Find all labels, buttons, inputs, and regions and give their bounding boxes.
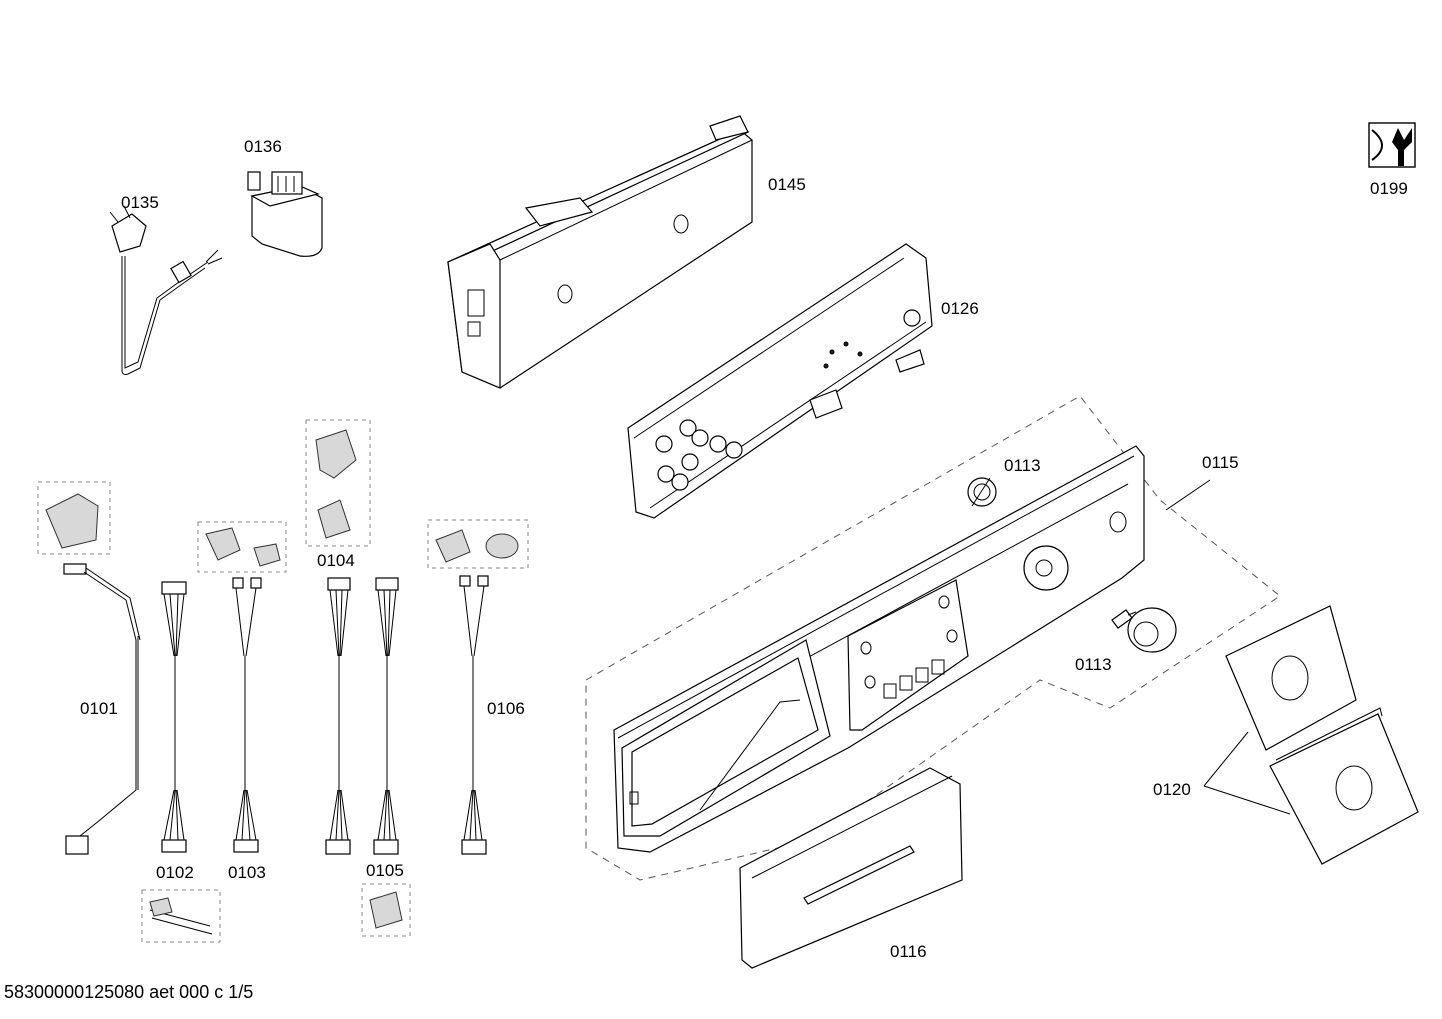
wiring-harness-0104-part[interactable] bbox=[305, 419, 371, 855]
heating-element-part[interactable] bbox=[141, 889, 221, 943]
part-label-0102: 0102 bbox=[156, 863, 194, 882]
control-panel-fascia-part[interactable] bbox=[613, 445, 1145, 853]
part-label-0105: 0105 bbox=[366, 861, 404, 880]
dispenser-drawer-handle-part[interactable] bbox=[739, 767, 963, 969]
panel-assembly-outline bbox=[585, 395, 1281, 881]
part-label-0104: 0104 bbox=[317, 551, 355, 570]
part-label-0199: 0199 bbox=[1370, 179, 1408, 198]
control-module-housing-part[interactable] bbox=[446, 115, 753, 389]
wiring-harness-0102-part[interactable] bbox=[161, 581, 187, 853]
rotary-knob-part[interactable] bbox=[1111, 607, 1177, 653]
part-label-0113-b: 0113 bbox=[1075, 655, 1112, 674]
power-cord-part[interactable] bbox=[109, 205, 223, 375]
knob-small-part[interactable] bbox=[967, 477, 997, 507]
leader-0115 bbox=[1165, 479, 1211, 511]
part-label-0101: 0101 bbox=[80, 699, 118, 718]
wrench-icon bbox=[1368, 122, 1416, 168]
part-label-0145: 0145 bbox=[768, 175, 806, 194]
control-board-part[interactable] bbox=[627, 243, 933, 519]
cover-plate-part[interactable] bbox=[1203, 605, 1419, 865]
part-label-0120: 0120 bbox=[1153, 780, 1191, 799]
document-footer-id: 58300000125080 aet 000 c 1/5 bbox=[4, 982, 254, 1002]
wiring-harness-0101-part[interactable] bbox=[37, 481, 141, 855]
wiring-harness-0106-part[interactable] bbox=[427, 519, 529, 855]
part-label-0103: 0103 bbox=[228, 863, 266, 882]
interference-filter-part[interactable] bbox=[247, 171, 323, 257]
part-label-0113-a: 0113 bbox=[1004, 456, 1041, 475]
part-label-0126: 0126 bbox=[941, 299, 979, 318]
part-label-0115: 0115 bbox=[1202, 453, 1239, 472]
part-label-0136: 0136 bbox=[244, 137, 282, 156]
part-label-0135: 0135 bbox=[121, 193, 159, 212]
part-label-0106: 0106 bbox=[487, 699, 525, 718]
part-label-0116: 0116 bbox=[890, 942, 927, 961]
wiring-harness-0103-part[interactable] bbox=[197, 521, 287, 853]
board-encoder-cluster bbox=[655, 309, 921, 491]
wiring-harness-0105-part[interactable] bbox=[361, 577, 411, 937]
